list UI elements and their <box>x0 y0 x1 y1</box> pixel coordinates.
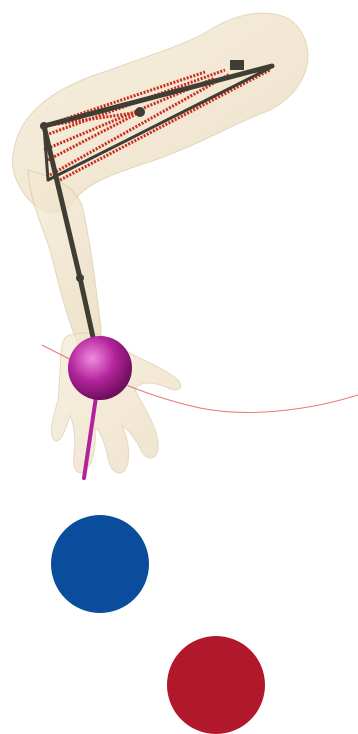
elbow-joint <box>135 107 145 117</box>
red-circle <box>167 636 265 734</box>
arm-model-illustration <box>0 0 358 480</box>
shoulder-joint <box>40 122 48 130</box>
muscle-attachment <box>230 60 244 70</box>
wrist-joint <box>76 274 84 282</box>
end-effector-ball <box>68 336 132 400</box>
blue-circle <box>51 515 149 613</box>
